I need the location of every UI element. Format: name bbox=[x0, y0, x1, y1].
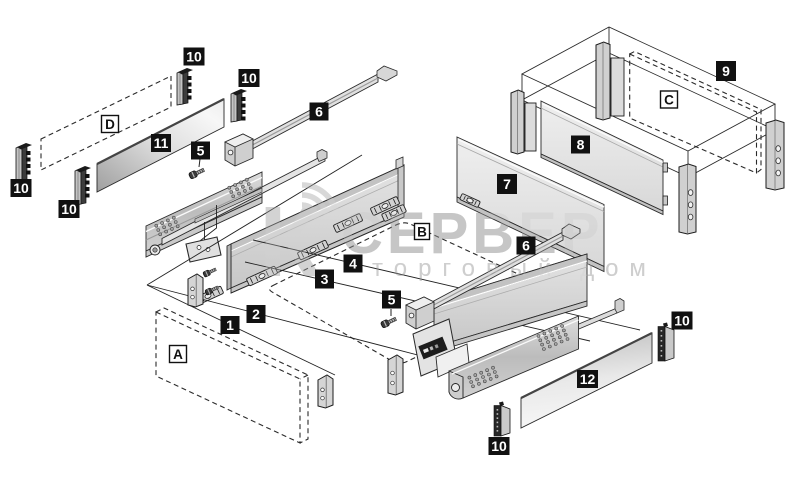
svg-text:10: 10 bbox=[491, 438, 507, 454]
svg-text:B: B bbox=[417, 224, 427, 239]
svg-text:6: 6 bbox=[522, 238, 530, 254]
svg-text:2: 2 bbox=[252, 306, 260, 322]
svg-text:10: 10 bbox=[674, 313, 690, 329]
svg-text:5: 5 bbox=[197, 143, 205, 159]
svg-text:К: К bbox=[259, 186, 321, 298]
svg-text:1: 1 bbox=[226, 317, 234, 333]
svg-text:C: C bbox=[664, 92, 674, 107]
svg-text:11: 11 bbox=[154, 135, 169, 151]
svg-text:A: A bbox=[173, 347, 183, 362]
svg-text:торговый дом: торговый дом bbox=[372, 255, 657, 282]
svg-text:6: 6 bbox=[315, 104, 323, 120]
svg-text:10: 10 bbox=[13, 180, 29, 196]
svg-text:5: 5 bbox=[388, 292, 396, 308]
svg-text:7: 7 bbox=[503, 176, 511, 192]
svg-text:СЕРВЕР: СЕРВЕР bbox=[341, 201, 604, 266]
svg-text:8: 8 bbox=[577, 137, 585, 153]
svg-text:4: 4 bbox=[349, 256, 357, 272]
svg-text:10: 10 bbox=[186, 49, 202, 65]
svg-text:10: 10 bbox=[61, 201, 77, 217]
svg-text:9: 9 bbox=[722, 63, 730, 79]
svg-text:3: 3 bbox=[321, 271, 329, 287]
svg-text:10: 10 bbox=[241, 70, 257, 86]
svg-text:12: 12 bbox=[580, 371, 596, 387]
svg-text:D: D bbox=[105, 117, 115, 132]
